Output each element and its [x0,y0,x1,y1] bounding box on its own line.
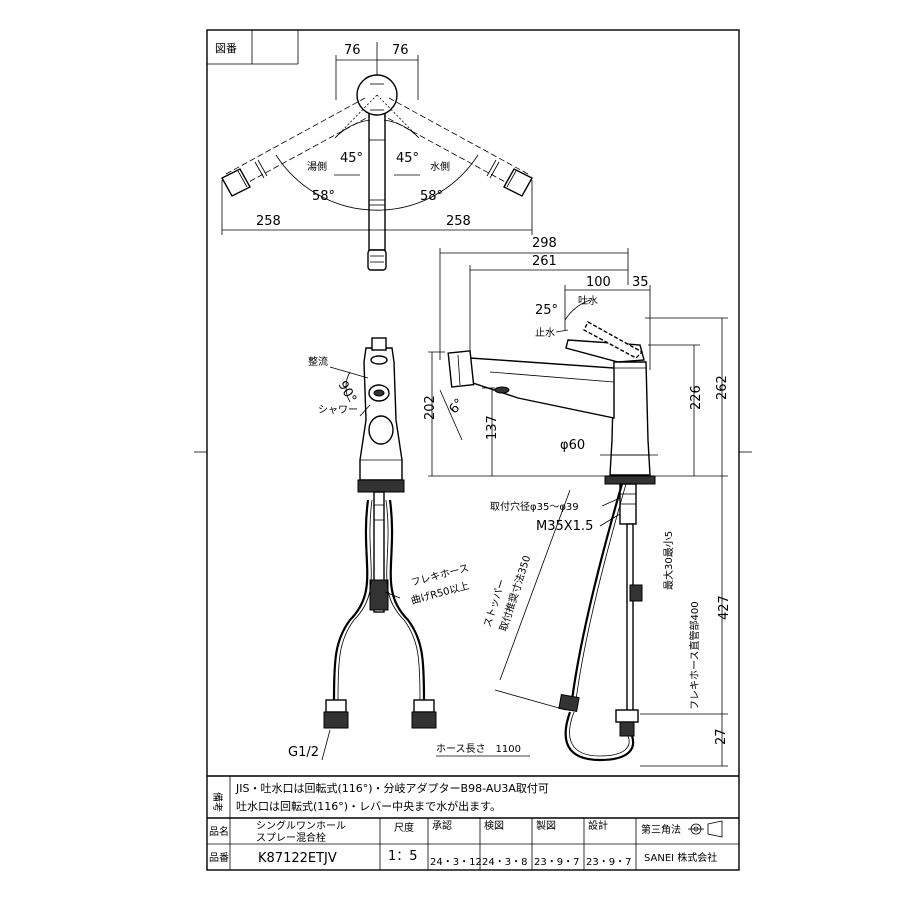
dim-427: 427 [717,595,732,620]
top-view: 76 76 [221,42,533,271]
title-block: 備考 JIS・吐水口は回転式(116°)・分岐アダプターB98-AU3A取付可 … [207,775,739,870]
dim-137: 137 [485,415,500,440]
drawn-label: 製図 [536,819,556,832]
remarks-line1: JIS・吐水口は回転式(116°)・分岐アダプターB98-AU3A取付可 [235,781,549,795]
thread-size: G1/2 [288,745,319,760]
flex-hose-len: フレキホース直管部400 [688,601,701,710]
hose-length: ホース長さ 1100 [436,743,521,755]
checked-date: 24・3・8 [482,857,527,868]
part-label: 品番 [209,852,229,864]
angle-cold: 45° [396,151,419,166]
dim-262: 262 [715,375,730,400]
span-left: 258 [256,214,281,229]
approved-label: 承認 [432,819,452,832]
dim-261: 261 [532,254,557,269]
dim-35: 35 [632,275,649,290]
mount-hole: 取付穴径φ35～φ39 [490,500,579,513]
label-shower: シャワー [318,405,358,416]
angle-head: 6° [446,396,467,417]
dia-60: φ60 [560,438,585,453]
remarks-line2: 吐水口は回転式(116°)・レバー中央まで水が出ます。 [236,799,501,813]
sheet-frame: 図番 [194,29,752,871]
label-cold: 水側 [430,160,450,173]
dim-298: 298 [532,236,557,251]
name-line2: スプレー混合栓 [256,831,326,844]
label-spout: 吐水 [578,295,598,307]
angle-hot: 45° [340,151,363,166]
designed-date: 23・9・7 [586,857,631,868]
approved-date: 24・3・12 [430,857,482,868]
angle-mode: 90° [335,378,360,405]
swing-left: 58° [312,189,335,204]
span-right: 258 [446,214,471,229]
dim-27: 27 [714,728,729,745]
top-dim-left: 76 [344,43,361,58]
dim-226: 226 [689,385,704,410]
part-number: K87122ETJV [258,851,337,866]
label-stop: 止水 [535,327,555,339]
front-view: 298 261 100 35 25° 吐水 止水 6° 202 [423,236,732,767]
projection: 第三角法 [641,823,681,836]
scale-label: 尺度 [394,821,414,834]
label-flow: 整流 [308,355,328,368]
mount-thread: M35X1.5 [536,519,593,534]
top-dim-right: 76 [392,43,409,58]
figure-no-label: 図番 [215,42,237,55]
swing-right: 58° [420,189,443,204]
dim-202: 202 [423,395,438,420]
company: SANEI 株式会社 [644,851,717,864]
spout-swing-right [383,97,533,197]
angle-lever: 25° [535,303,558,318]
checked-label: 検図 [484,819,504,832]
projection-icon [688,820,723,838]
max-thick: 最大30最小5 [662,531,675,590]
label-hot: 湯側 [307,160,327,173]
side-view: 整流 90° シャワー フレキホース 曲げR50以上 G1/2 [288,337,470,761]
dim-100: 100 [586,275,611,290]
scale-value: 1：5 [388,849,418,864]
spout-swing-left [221,97,371,197]
name-label: 品名 [209,825,229,838]
remarks-label: 備考 [211,792,224,812]
designed-label: 設計 [588,819,608,832]
drawn-date: 23・9・7 [534,857,579,868]
name-line1: シングルワンホール [256,819,346,832]
